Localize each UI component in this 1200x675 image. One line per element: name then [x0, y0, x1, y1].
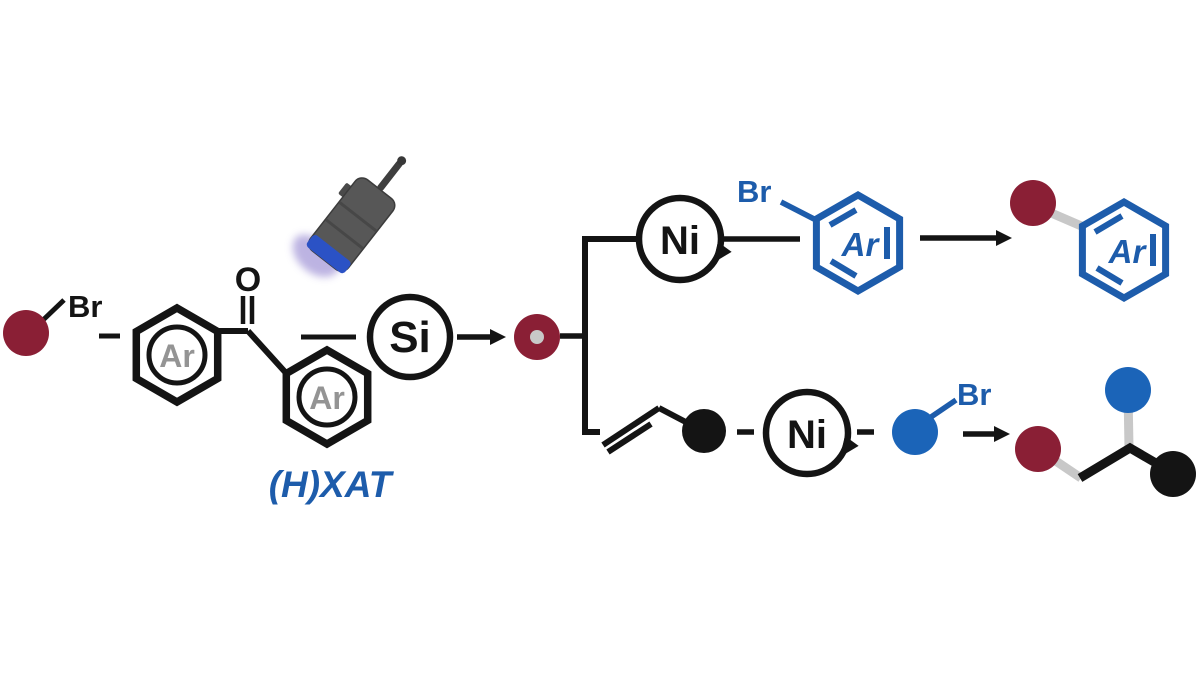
- product1-inner-bond: [1093, 213, 1124, 235]
- arylbromide-inner-bond: [829, 258, 858, 279]
- product2-maroon-ball: [1015, 426, 1061, 472]
- arrowhead: [994, 426, 1010, 442]
- flashlight-band: [306, 235, 351, 274]
- vinyl-bond-double: [606, 421, 653, 455]
- bond-br-to-arylring: [779, 199, 818, 223]
- benzene-ring-2-circle: [296, 366, 358, 428]
- ni-bottom-label: Ni: [787, 413, 827, 457]
- arylbromide-inner-bond: [828, 207, 858, 228]
- benzene-ring-1: [132, 303, 222, 407]
- ni-bottom-cycle-arrowhead: [840, 435, 859, 457]
- arrowhead: [490, 329, 506, 345]
- si-label: Si: [389, 313, 431, 362]
- radical-dot: [530, 330, 544, 344]
- product1-aryl-ring: [1078, 197, 1170, 303]
- substrate-br-label: Br: [68, 289, 102, 324]
- flashlight-seam: [338, 201, 377, 233]
- bond-ball-to-br: [39, 298, 66, 324]
- ni-top-label: Ni: [660, 219, 700, 263]
- flashlight-rod-knob: [397, 156, 407, 166]
- alkylbromide-ball: [892, 409, 938, 455]
- ring1-ar-label: Ar: [159, 338, 195, 374]
- arrowhead: [996, 230, 1012, 246]
- alkyl-ball: [3, 310, 49, 356]
- product2-black-ball: [1150, 451, 1196, 497]
- benzene-ring-2: [282, 345, 372, 449]
- si-catalyst-circle: [366, 293, 454, 381]
- arylbromide-ar-label: Ar: [841, 226, 881, 263]
- product1-ar-label: Ar: [1108, 233, 1148, 270]
- ni-top-circle: [635, 194, 725, 284]
- product2-blue-ball: [1105, 367, 1151, 413]
- flashlight-icon: [306, 156, 407, 274]
- vinyl-bond-main: [601, 405, 661, 448]
- alkene-ball: [682, 409, 726, 453]
- product1-inner-bond: [1095, 265, 1124, 286]
- bond-ball-to-br2: [929, 397, 958, 420]
- carbonyl-o-label: O: [235, 261, 261, 299]
- product1-alkyl-ball: [1010, 180, 1056, 226]
- hxat-label: (H)XAT: [269, 464, 395, 505]
- flashlight-seam: [325, 218, 364, 250]
- branch-bracket: [582, 236, 637, 435]
- bond-carbonyl-ring2: [245, 328, 289, 376]
- arylbromide-br-label: Br: [737, 174, 771, 209]
- ni-bottom-circle: [762, 388, 852, 478]
- ring2-ar-label: Ar: [309, 380, 345, 416]
- flashlight-rod: [377, 160, 403, 191]
- flashlight-clip: [338, 183, 353, 199]
- arylbromide-ring: [812, 190, 904, 296]
- alkylbromide-br-label: Br: [957, 377, 991, 412]
- ni-top-cycle-arrowhead: [713, 241, 732, 263]
- benzene-ring-1-circle: [146, 324, 208, 386]
